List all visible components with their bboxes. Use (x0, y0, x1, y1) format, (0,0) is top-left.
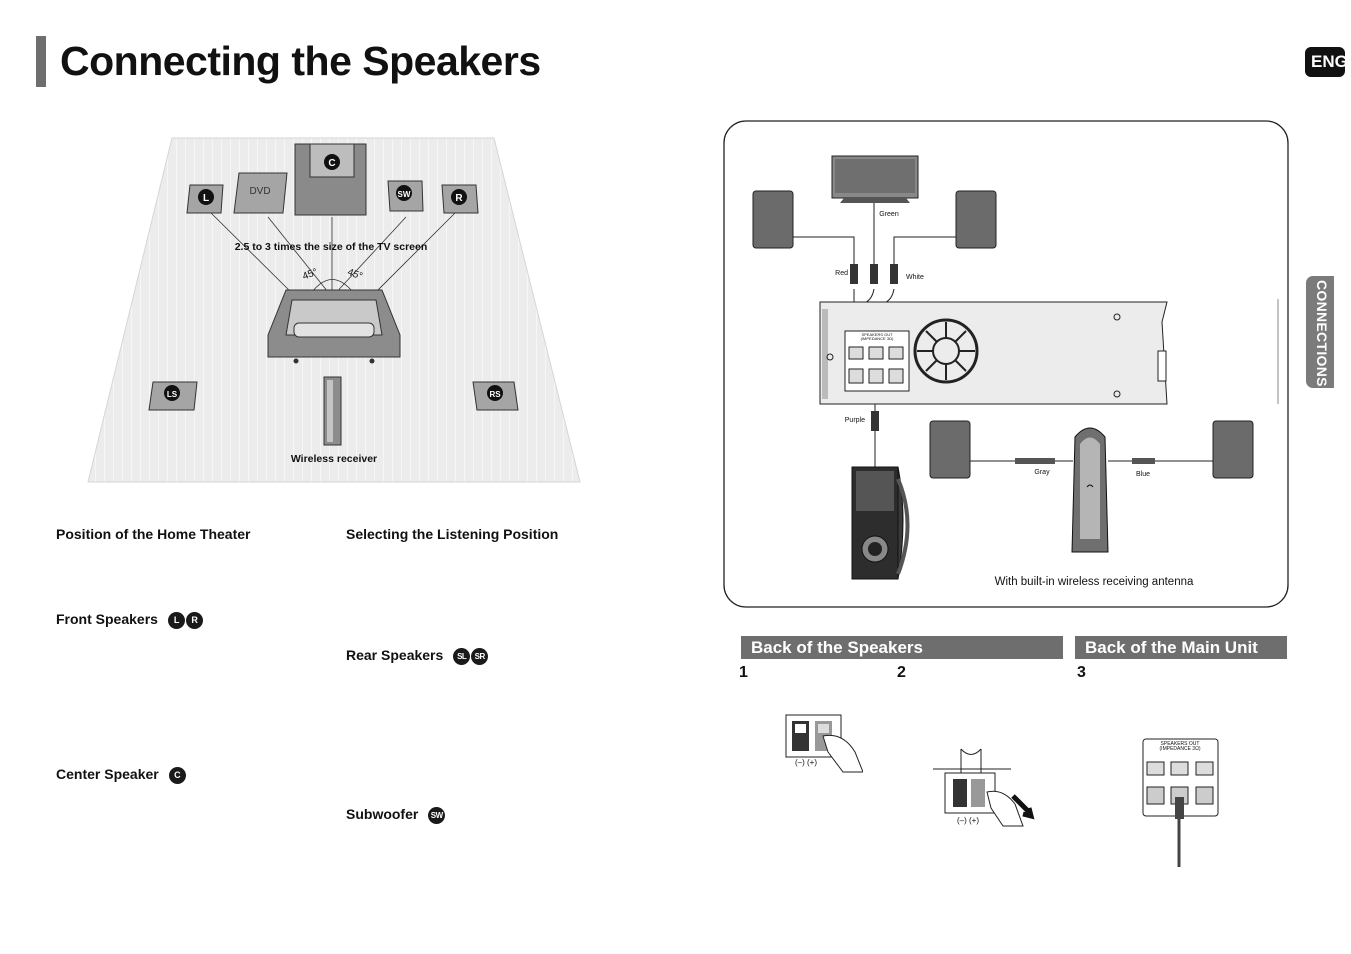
front-speakers-heading: Front Speakers (56, 611, 158, 627)
title-accent-bar (36, 36, 46, 87)
wireless-receiver-label: Wireless receiver (291, 453, 377, 465)
back-of-speakers-bar: Back of the Speakers (741, 636, 1063, 659)
blue-plug (1132, 458, 1155, 464)
rear-right-speaker: RS (472, 381, 519, 411)
angle-right-label: 45° (346, 267, 364, 283)
wireless-receiver (323, 376, 342, 446)
step-1-illustration: (–) (+) (785, 714, 863, 773)
rear-left-badge: SL (453, 647, 471, 665)
connections-tab-label: CONNECTIONS (1314, 280, 1330, 387)
front-plugs (850, 264, 898, 284)
step-3-panel-impedance: (IMPEDANCE 3Ω) (1160, 746, 1201, 752)
subwoofer-badge: SW (428, 806, 446, 824)
front-right-speaker: R (441, 184, 479, 214)
position-heading: Position of the Home Theater (56, 526, 251, 542)
connections-side-tab: CONNECTIONS (1306, 276, 1334, 388)
step-3-illustration: SPEAKERS OUT (IMPEDANCE 3Ω) (1142, 738, 1219, 867)
language-tab: ENG (1305, 47, 1345, 77)
center-speaker-badge: C (168, 766, 186, 784)
right-badge: R (455, 193, 463, 204)
gray-plug (1015, 458, 1055, 464)
red-label: Red (835, 270, 848, 277)
gray-label: Gray (1034, 469, 1050, 476)
left-badge: L (203, 193, 209, 204)
subwoofer-unit (851, 466, 910, 580)
rear-speakers-heading: Rear Speakers (346, 647, 444, 663)
main-unit: SPEAKERS OUT (IMPEDANCE 3Ω) (819, 299, 1279, 405)
main-panel-title: SPEAKERS OUT (861, 332, 893, 337)
step-2-terminal-labels: (–) (+) (957, 816, 979, 825)
front-right-speaker-box (955, 190, 997, 249)
step-3-number: 3 (1077, 664, 1086, 681)
back-of-main-unit-bar: Back of the Main Unit (1075, 636, 1287, 659)
angle-left-label: 45° (301, 267, 319, 283)
purple-plug (871, 411, 879, 431)
green-label: Green (879, 211, 899, 218)
sofa (267, 289, 401, 364)
rs-badge: RS (489, 390, 501, 399)
distance-label: 2.5 to 3 times the size of the TV screen (235, 241, 428, 253)
subwoofer-speaker: SW (387, 180, 424, 212)
step-1-number: 1 (739, 664, 748, 681)
center-speaker: C (294, 143, 367, 216)
connection-diagram: Green Red White SPEAKERS OUT (IMPEDANCE … (723, 120, 1289, 608)
rear-left-speaker: LS (148, 381, 198, 411)
purple-label: Purple (845, 417, 865, 424)
rear-right-speaker-box (1212, 420, 1254, 479)
step-2-illustration: (–) (+) (933, 748, 1035, 827)
main-panel-impedance: (IMPEDANCE 3Ω) (861, 336, 894, 341)
antenna-caption: With built-in wireless receiving antenna (995, 576, 1194, 588)
sw-badge: SW (398, 190, 411, 199)
center-speaker-heading-row: Center Speaker C (56, 766, 186, 784)
center-badge: C (328, 158, 335, 169)
listening-position-heading: Selecting the Listening Position (346, 526, 559, 542)
step-1-terminal-labels: (–) (+) (795, 758, 817, 767)
subwoofer-heading-row: Subwoofer SW (346, 806, 446, 824)
dvd-player: DVD (233, 172, 288, 214)
front-left-badge: L (167, 611, 185, 629)
front-right-badge: R (185, 611, 203, 629)
center-speaker-heading: Center Speaker (56, 766, 159, 782)
room-layout-diagram: C DVD L SW R 2.5 to 3 times the size of … (87, 137, 581, 483)
front-left-speaker: L (186, 184, 224, 214)
page-title: Connecting the Speakers (60, 38, 541, 84)
ls-badge: LS (167, 390, 178, 399)
step-3-panel-title: SPEAKERS OUT (1161, 741, 1200, 747)
tv-center-speaker (831, 155, 919, 203)
blue-label: Blue (1136, 471, 1150, 478)
step-2-number: 2 (897, 664, 906, 681)
front-left-speaker-box (752, 190, 794, 249)
white-label: White (906, 274, 924, 281)
wireless-receiver-unit (1071, 427, 1109, 553)
rear-right-badge: SR (471, 647, 489, 665)
subwoofer-heading: Subwoofer (346, 806, 419, 822)
dvd-label: DVD (249, 186, 270, 197)
rear-left-speaker-box (929, 420, 971, 479)
